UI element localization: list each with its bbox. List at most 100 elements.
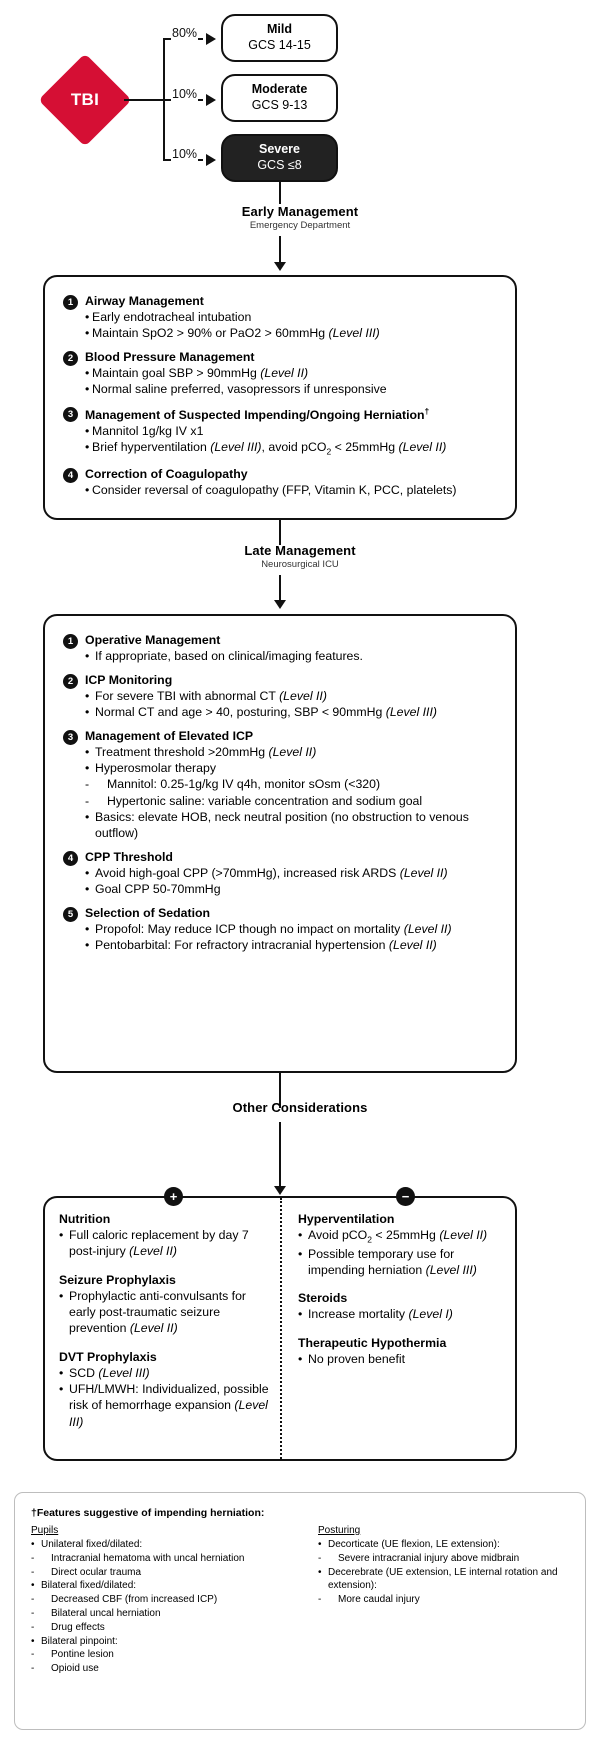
list-item: •Full caloric replacement by day 7 post-…	[59, 1227, 270, 1260]
dash-marker: -	[31, 1649, 35, 1661]
step-number-badge: 4	[63, 851, 78, 867]
list-item: •Hyperosmolar therapy	[85, 760, 497, 776]
numbered-item-sublist: •Early endotracheal intubation•Maintain …	[85, 309, 380, 341]
tbi-root-label: TBI	[70, 90, 100, 109]
bullet-marker: •	[85, 325, 90, 340]
dash-marker: -	[31, 1607, 35, 1619]
bullet-marker: •	[59, 1365, 64, 1380]
early-arrow-head	[274, 262, 286, 271]
step-number-badge: 2	[63, 351, 78, 367]
numbered-item-body: CPP Threshold•Avoid high-goal CPP (>70mm…	[85, 850, 448, 897]
footnote-list-item-text: Decorticate (UE flexion, LE extension):	[328, 1539, 500, 1550]
list-item-text: Treatment threshold >20mmHg (Level II)	[95, 744, 317, 759]
stage-title-other: Other Considerations	[232, 1100, 368, 1115]
list-item-text: Goal CPP 50-70mmHg	[95, 882, 221, 897]
dash-marker: -	[318, 1594, 322, 1606]
bullet-marker: •	[298, 1307, 303, 1322]
list-item-text: Hypertonic saline: variable concentratio…	[107, 793, 423, 808]
footnote-list-item: - Pontine lesion	[31, 1648, 300, 1662]
list-item: •Mannitol 1g/kg IV x1	[85, 423, 446, 439]
footnote-list-item: -More caudal injury	[318, 1593, 569, 1607]
severity-gcs-moderate: GCS 9-13	[251, 98, 308, 112]
footnote-list-item: -Decreased CBF (from increased ICP)	[31, 1593, 300, 1607]
list-item-text: If appropriate, based on clinical/imagin…	[95, 648, 363, 663]
list-item: •No proven benefit	[298, 1351, 505, 1367]
stage-title-early: Early Management	[241, 204, 359, 219]
numbered-item-heading: Operative Management	[85, 633, 221, 647]
list-item: • Possible temporary use for impending he…	[298, 1246, 505, 1279]
severity-gcs-severe: GCS ≤8	[257, 158, 302, 172]
list-item-text: Avoid pCO2 < 25mmHg (Level II)	[308, 1228, 488, 1245]
list-item: • Prophylactic anti-convulsants for early…	[59, 1288, 270, 1337]
early-to-late-line	[279, 520, 282, 545]
bullet-marker: •	[85, 382, 90, 397]
numbered-item: 2 Blood Pressure Management•Maintain goal…	[63, 350, 497, 397]
bullet-marker: •	[298, 1351, 303, 1366]
footnote-list-item-text: Decerebrate (UE extension, LE internal r…	[328, 1566, 558, 1592]
dash-marker: -	[31, 1621, 35, 1633]
list-item: • Treatment threshold >20mmHg (Level II)	[85, 744, 497, 760]
numbered-item-sublist: •Mannitol 1g/kg IV x1•Brief hyperventila…	[85, 423, 446, 458]
severity-box-severe[interactable]: Severe GCS ≤8	[221, 134, 338, 182]
branch-pct-severe: 10%	[171, 147, 199, 161]
consideration-heading: Hyperventilation	[298, 1212, 395, 1226]
consideration-heading: Therapeutic Hypothermia	[298, 1335, 447, 1350]
footnote-list-item: -Severe intracranial injury above midbra…	[318, 1552, 569, 1566]
dash-marker: -	[31, 1552, 35, 1564]
footnote-list-item: •Decorticate (UE flexion, LE extension):	[318, 1538, 569, 1552]
list-item-text: Basics: elevate HOB, neck neutral positi…	[95, 809, 469, 840]
bullet-marker: •	[85, 761, 90, 776]
numbered-item-body: Blood Pressure Management•Maintain goal …	[85, 350, 387, 397]
bullet-marker: •	[85, 865, 90, 880]
footnote-title: †Features suggestive of impending hernia…	[31, 1507, 265, 1519]
footnote-list-item: • Bilateral fixed/dilated:	[31, 1579, 300, 1593]
footnote-box: †Features suggestive of impending hernia…	[14, 1492, 586, 1730]
bullet-marker: •	[85, 648, 90, 663]
bullet-marker: •	[59, 1288, 64, 1303]
branch-arrow-mild	[206, 33, 216, 45]
dash-marker: -	[318, 1552, 322, 1564]
numbered-item-body: Operative Management• If appropriate, bas…	[85, 633, 363, 664]
footnote-list-item-text: Pontine lesion	[51, 1649, 114, 1661]
early-management-box: 1 Airway Management•Early endotracheal in…	[43, 275, 517, 520]
stage-subtitle-early: Emergency Department	[249, 220, 351, 231]
list-item-text: Avoid high-goal CPP (>70mmHg), increased…	[95, 865, 448, 880]
list-item: •Early endotracheal intubation	[85, 309, 380, 325]
bullet-marker: •	[298, 1228, 303, 1242]
list-item: •Consider reversal of coagulopathy (FFP,…	[85, 482, 457, 498]
list-item-text: SCD (Level III)	[69, 1365, 150, 1380]
bullet-marker: •	[31, 1580, 35, 1592]
step-number-badge: 1	[63, 295, 78, 310]
bullet-marker: •	[298, 1246, 303, 1261]
numbered-item-heading: ICP Monitoring	[85, 672, 173, 687]
list-item: •Normal saline preferred, vasopressors i…	[85, 381, 387, 397]
consideration-heading: Nutrition	[59, 1212, 111, 1226]
bullet-marker: •	[85, 365, 90, 380]
list-item: • Avoid high-goal CPP (>70mmHg), increase…	[85, 865, 448, 881]
list-item-text: Full caloric replacement by day 7 post-i…	[69, 1228, 249, 1259]
list-item: -Mannitol: 0.25-1g/kg IV q4h, monitor sO…	[85, 776, 497, 792]
consideration-group: Hyperventilation • Avoid pCO2 < 25mmHg (Le…	[298, 1212, 505, 1278]
other-considerations-negative-column: Hyperventilation • Avoid pCO2 < 25mmHg (Le…	[280, 1198, 515, 1459]
numbered-item-body: Airway Management•Early endotracheal int…	[85, 294, 380, 341]
bullet-marker: •	[85, 809, 90, 824]
numbered-item-sublist: • If appropriate, based on clinical/imagi…	[85, 648, 363, 664]
list-item-text: Prophylactic anti-convulsants for early …	[69, 1288, 247, 1336]
list-item-text: Early endotracheal intubation	[92, 309, 252, 324]
late-to-other-line	[279, 1073, 282, 1108]
bullet-marker: •	[85, 922, 90, 937]
list-item: •Maintain goal SBP > 90mmHg (Level II)	[85, 365, 387, 381]
severity-box-mild[interactable]: Mild GCS 14-15	[221, 14, 338, 62]
minus-badge-icon: −	[396, 1187, 415, 1206]
root-trunk-line	[124, 99, 164, 102]
bullet-marker: •	[85, 309, 90, 324]
bullet-marker: •	[318, 1566, 322, 1578]
footnote-list-item-text: Bilateral fixed/dilated:	[41, 1580, 137, 1592]
severity-box-moderate[interactable]: Moderate GCS 9-13	[221, 74, 338, 122]
list-item-text: Possible temporary use for impending her…	[308, 1246, 477, 1278]
step-number-badge: 1	[63, 634, 78, 649]
bullet-marker: •	[85, 744, 90, 759]
